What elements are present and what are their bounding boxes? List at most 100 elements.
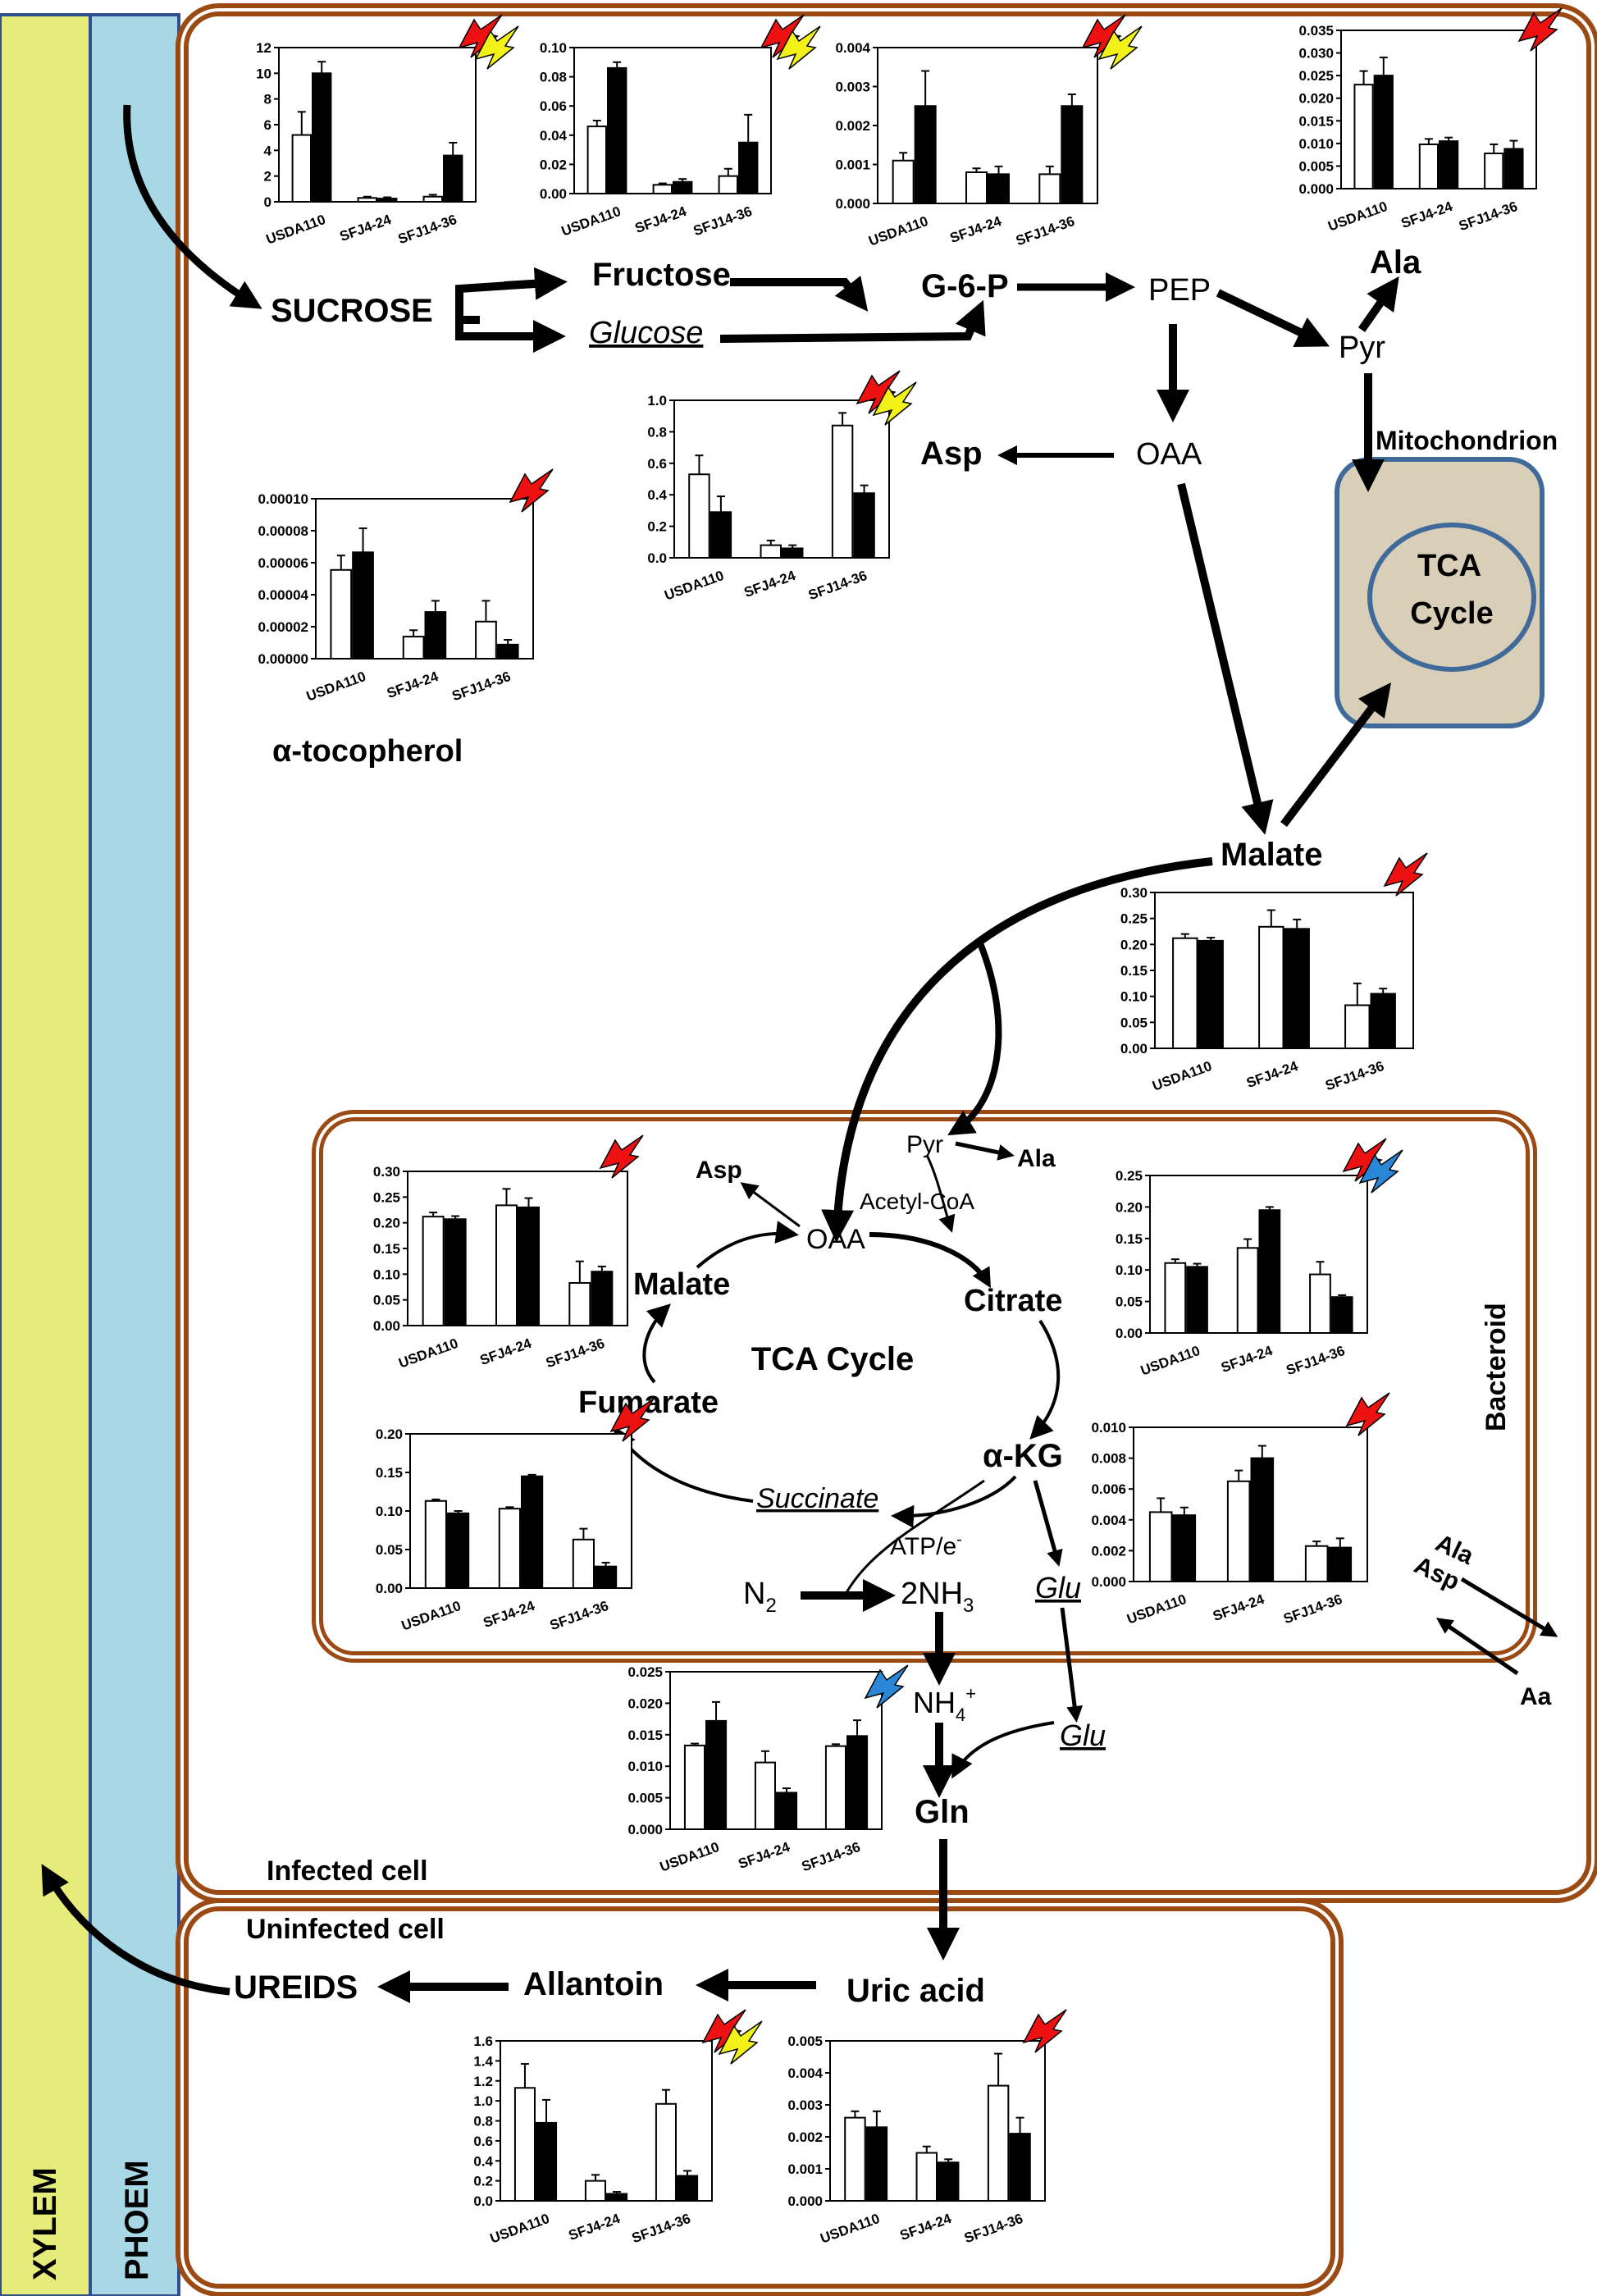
plot-frame — [673, 399, 890, 559]
x-tick-label: SFJ14-36 — [548, 1598, 611, 1633]
y-tick-label: 1.0 — [473, 2093, 493, 2109]
bar-treated-sfj4-24 — [988, 173, 1011, 204]
glucose-label: Glucose — [589, 316, 703, 350]
bar-treated-sfj14-36 — [591, 1271, 614, 1326]
x-tick-label: SFJ14-36 — [806, 568, 869, 603]
bacteroid-pyr-label: Pyr — [906, 1131, 943, 1158]
bar-control-sfj4-24 — [754, 1761, 776, 1831]
x-tick-label: USDA110 — [264, 212, 328, 248]
acetyl-coa-label: Acetyl-CoA — [860, 1189, 974, 1214]
bar-control-sfj14-36 — [1304, 1545, 1329, 1583]
bar-treated-sfj14-36 — [595, 1565, 618, 1590]
x-tick-label: SFJ14-36 — [450, 669, 513, 704]
bar-control-sfj4-24 — [915, 2152, 938, 2202]
arrow-malate-bacteroid-pyr — [947, 942, 1002, 1136]
blue-bolt-icon — [1358, 1149, 1403, 1194]
y-tick-label: 0.6 — [473, 2134, 493, 2149]
bar-control-usda110 — [1353, 84, 1374, 189]
y-tick-label: 0.000 — [627, 1822, 663, 1837]
bar-control-sfj14-36 — [422, 195, 443, 203]
bar-treated-usda110 — [1198, 939, 1224, 1050]
y-tick-label: 12 — [256, 40, 271, 56]
bar-treated-sfj14-36 — [1330, 1296, 1353, 1334]
bar-treated-sfj14-36 — [1061, 105, 1084, 204]
malate-label: Malate — [1221, 837, 1323, 873]
atp-label: ATP/e- — [890, 1531, 962, 1560]
bar-control-usda110 — [424, 1499, 447, 1590]
bar-control-sfj14-36 — [1309, 1273, 1331, 1335]
y-tick-label: 0.20 — [376, 1426, 403, 1442]
uninfected-cell-label: Uninfected cell — [246, 1914, 445, 1945]
y-tick-label: 1.0 — [647, 393, 667, 409]
arrow-glu-glu — [1060, 1607, 1084, 1723]
y-tick-label: 0.30 — [373, 1164, 400, 1180]
bar-control-sfj4-24 — [965, 171, 988, 204]
bar-treated-usda110 — [447, 1512, 470, 1589]
x-tick-label: USDA110 — [866, 213, 930, 249]
y-tick-label: 0.25 — [373, 1189, 400, 1205]
y-tick-label: 0.003 — [835, 80, 870, 95]
bar-control-sfj4-24 — [495, 1204, 518, 1326]
y-tick-label: 0.00 — [376, 1581, 403, 1596]
mito-tca-label-1: TCA — [1417, 549, 1481, 583]
bar-treated-sfj14-36 — [1009, 2133, 1031, 2202]
y-tick-label: 0.10 — [1116, 1262, 1143, 1278]
y-tick-label: 0.10 — [373, 1267, 400, 1282]
asp-label: Asp — [920, 436, 983, 472]
x-tick-label: USDA110 — [1125, 1591, 1189, 1627]
arrow-exchange-out — [1460, 1577, 1558, 1637]
bar-treated-sfj4-24 — [1258, 1209, 1281, 1334]
y-tick-label: 0.020 — [1298, 91, 1334, 107]
y-tick-label: 0.4 — [473, 2153, 493, 2169]
x-tick-label: SFJ4-24 — [742, 568, 798, 600]
bar-control-usda110 — [1164, 1262, 1187, 1334]
x-tick-label: SFJ14-36 — [1323, 1058, 1386, 1093]
yellow-bolt-icon — [1097, 25, 1143, 70]
bar-control-sfj4-24 — [584, 2180, 606, 2202]
y-tick-label: 0.002 — [1091, 1543, 1126, 1559]
bar-control-sfj4-24 — [760, 544, 783, 559]
y-tick-label: 0.025 — [1298, 68, 1334, 84]
x-tick-label: SFJ14-36 — [1014, 213, 1077, 249]
bar-treated-sfj4-24 — [1284, 928, 1310, 1050]
mito-tca-circle — [1367, 523, 1536, 672]
y-tick-label: 0.06 — [540, 98, 567, 114]
alpha-tocopherol-label: α-tocopherol — [272, 734, 463, 769]
bar-control-usda110 — [688, 473, 710, 559]
bar-control-usda110 — [422, 1216, 445, 1326]
red-bolt-icon — [609, 1398, 655, 1442]
arrow-pep-pyr — [1216, 289, 1330, 348]
x-tick-label: SFJ14-36 — [962, 2211, 1025, 2246]
bacteroid-malate-label: Malate — [633, 1267, 730, 1302]
bar-treated-sfj4-24 — [1439, 140, 1459, 190]
x-tick-label: USDA110 — [662, 568, 726, 604]
bar-treated-sfj4-24 — [782, 547, 804, 559]
y-tick-label: 0.05 — [1116, 1294, 1143, 1310]
x-tick-label: USDA110 — [1138, 1343, 1202, 1379]
bar-control-sfj4-24 — [1236, 1247, 1259, 1334]
x-tick-label: SFJ14-36 — [691, 203, 755, 239]
y-tick-label: 0.00008 — [258, 523, 308, 539]
bacteroid-label: Bacteroid — [1481, 1303, 1512, 1431]
y-tick-label: 0.008 — [1091, 1451, 1126, 1467]
x-tick-label: SFJ14-36 — [1457, 199, 1520, 234]
arrow-succinate-fumarate — [613, 1426, 754, 1503]
y-tick-label: 0.02 — [540, 157, 567, 172]
y-tick-label: 0.001 — [835, 157, 870, 173]
y-tick-label: 0.005 — [787, 2034, 823, 2049]
y-tick-label: 0.010 — [627, 1759, 663, 1774]
y-tick-label: 0.05 — [373, 1293, 400, 1308]
y-tick-label: 0.015 — [627, 1728, 663, 1743]
bar-treated-sfj4-24 — [938, 2161, 960, 2202]
y-tick-label: 0.08 — [540, 70, 567, 85]
bar-control-sfj14-36 — [1038, 173, 1061, 204]
xylem-label: XYLEM — [27, 2167, 63, 2280]
infected-cell-membrane — [176, 3, 1597, 1903]
y-tick-label: 1.4 — [473, 2053, 493, 2069]
arrow-akg-glu — [1033, 1480, 1063, 1567]
